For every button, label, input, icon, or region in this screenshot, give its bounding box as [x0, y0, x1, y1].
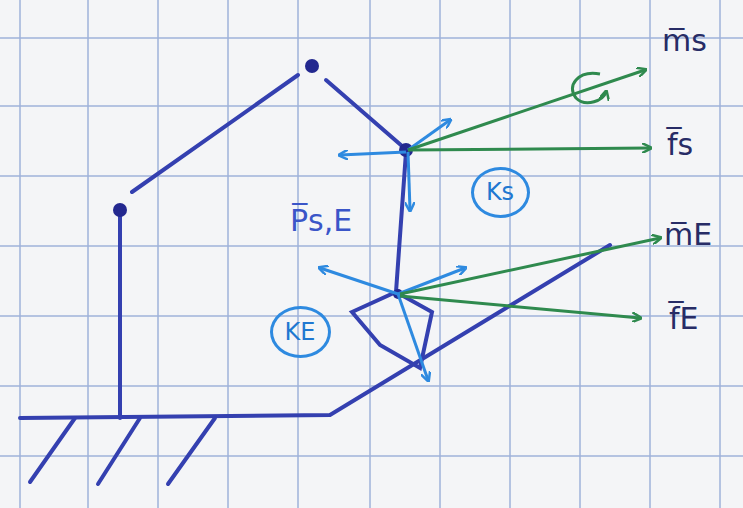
vector-label: f̅s	[667, 128, 693, 161]
vector-label: P̅s,E	[290, 204, 352, 237]
force-moment-vectors	[400, 70, 660, 318]
vector-label: m̅E	[664, 218, 712, 251]
frame-name: KE	[285, 318, 316, 346]
frame-name: Ks	[486, 178, 514, 206]
joints	[113, 59, 413, 299]
vector-label: f̅E	[669, 302, 699, 335]
frame-axes	[320, 120, 465, 380]
robot-arm	[20, 75, 610, 484]
frame-circle: KE	[270, 306, 331, 358]
frame-circle: Ks	[471, 167, 530, 218]
vector-label: m̅s	[662, 24, 707, 57]
